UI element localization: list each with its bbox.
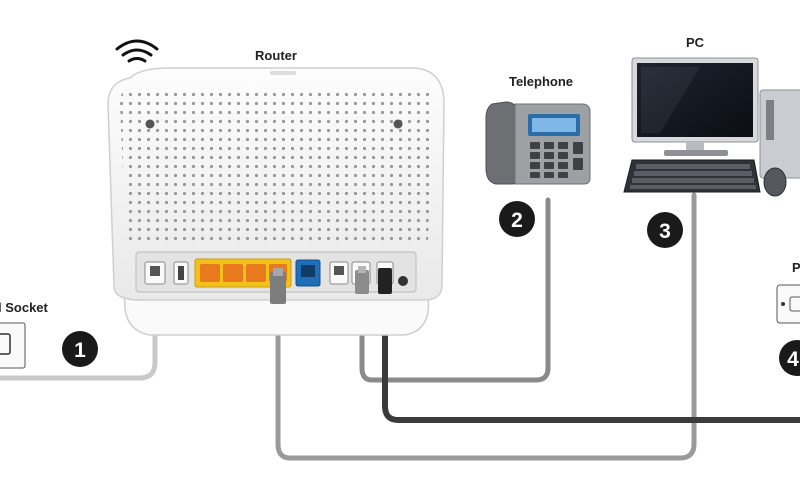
ethernet-cable <box>275 192 697 461</box>
phone-port-1-pins <box>334 266 344 275</box>
pc-tower-bay <box>766 100 774 140</box>
lan-port-3[interactable] <box>246 264 266 282</box>
phone-cable <box>359 197 551 383</box>
router-screw-left <box>145 119 155 129</box>
router-screw-right <box>393 119 403 129</box>
wan-port-socket <box>301 265 315 277</box>
ethernet-plug <box>270 268 286 304</box>
wall-socket <box>0 322 26 369</box>
router-top-slot <box>270 71 296 75</box>
filter-label: P <box>792 260 800 275</box>
telephone <box>485 101 591 185</box>
pc-monitor-neck <box>686 142 704 152</box>
router-vent-grille <box>120 88 432 246</box>
pc-monitor-glare <box>641 67 700 133</box>
dsl-cable <box>0 269 158 381</box>
router-stand <box>123 295 430 336</box>
pc-mouse[interactable] <box>763 167 787 197</box>
telephone-keypad <box>530 142 583 178</box>
step-number-3: 3 <box>659 220 671 243</box>
phone-plug <box>355 266 369 294</box>
power-cable <box>382 289 800 423</box>
step-number-2: 2 <box>511 209 523 232</box>
step-number-4: 4 <box>787 348 799 371</box>
power-button[interactable] <box>398 276 408 286</box>
step-number-1: 1 <box>74 339 86 362</box>
step-badge-1: 1 <box>62 331 98 367</box>
power-plug <box>378 268 392 294</box>
lan-port-1[interactable] <box>200 264 220 282</box>
telephone-label: Telephone <box>509 74 573 89</box>
router <box>107 39 445 336</box>
pc <box>623 57 800 197</box>
pc-label: PC <box>686 35 705 50</box>
lan-port-2[interactable] <box>223 264 243 282</box>
wall-socket-jack <box>0 333 11 355</box>
filter-device-jack <box>789 296 800 312</box>
router-label: Router <box>255 48 297 63</box>
filter-device-led <box>781 302 785 306</box>
pc-monitor-foot <box>664 150 728 156</box>
cables <box>0 192 800 461</box>
telephone-display-glass <box>532 118 576 132</box>
filter-device <box>776 284 800 324</box>
step-badge-4: 4 <box>779 340 800 376</box>
step-badge-2: 2 <box>499 201 535 237</box>
wifi-icon <box>115 39 159 63</box>
dsl-port-pins <box>150 266 160 276</box>
pc-keyboard-keys <box>630 164 756 189</box>
pc-monitor-screen <box>637 63 753 137</box>
wall-socket-label: l Socket <box>0 300 49 315</box>
step-badge-3: 3 <box>647 212 683 248</box>
wall-socket-plate <box>0 322 26 369</box>
telephone-handset <box>485 101 518 185</box>
usb-port-slot <box>178 266 184 280</box>
filter-device-body <box>776 284 800 324</box>
